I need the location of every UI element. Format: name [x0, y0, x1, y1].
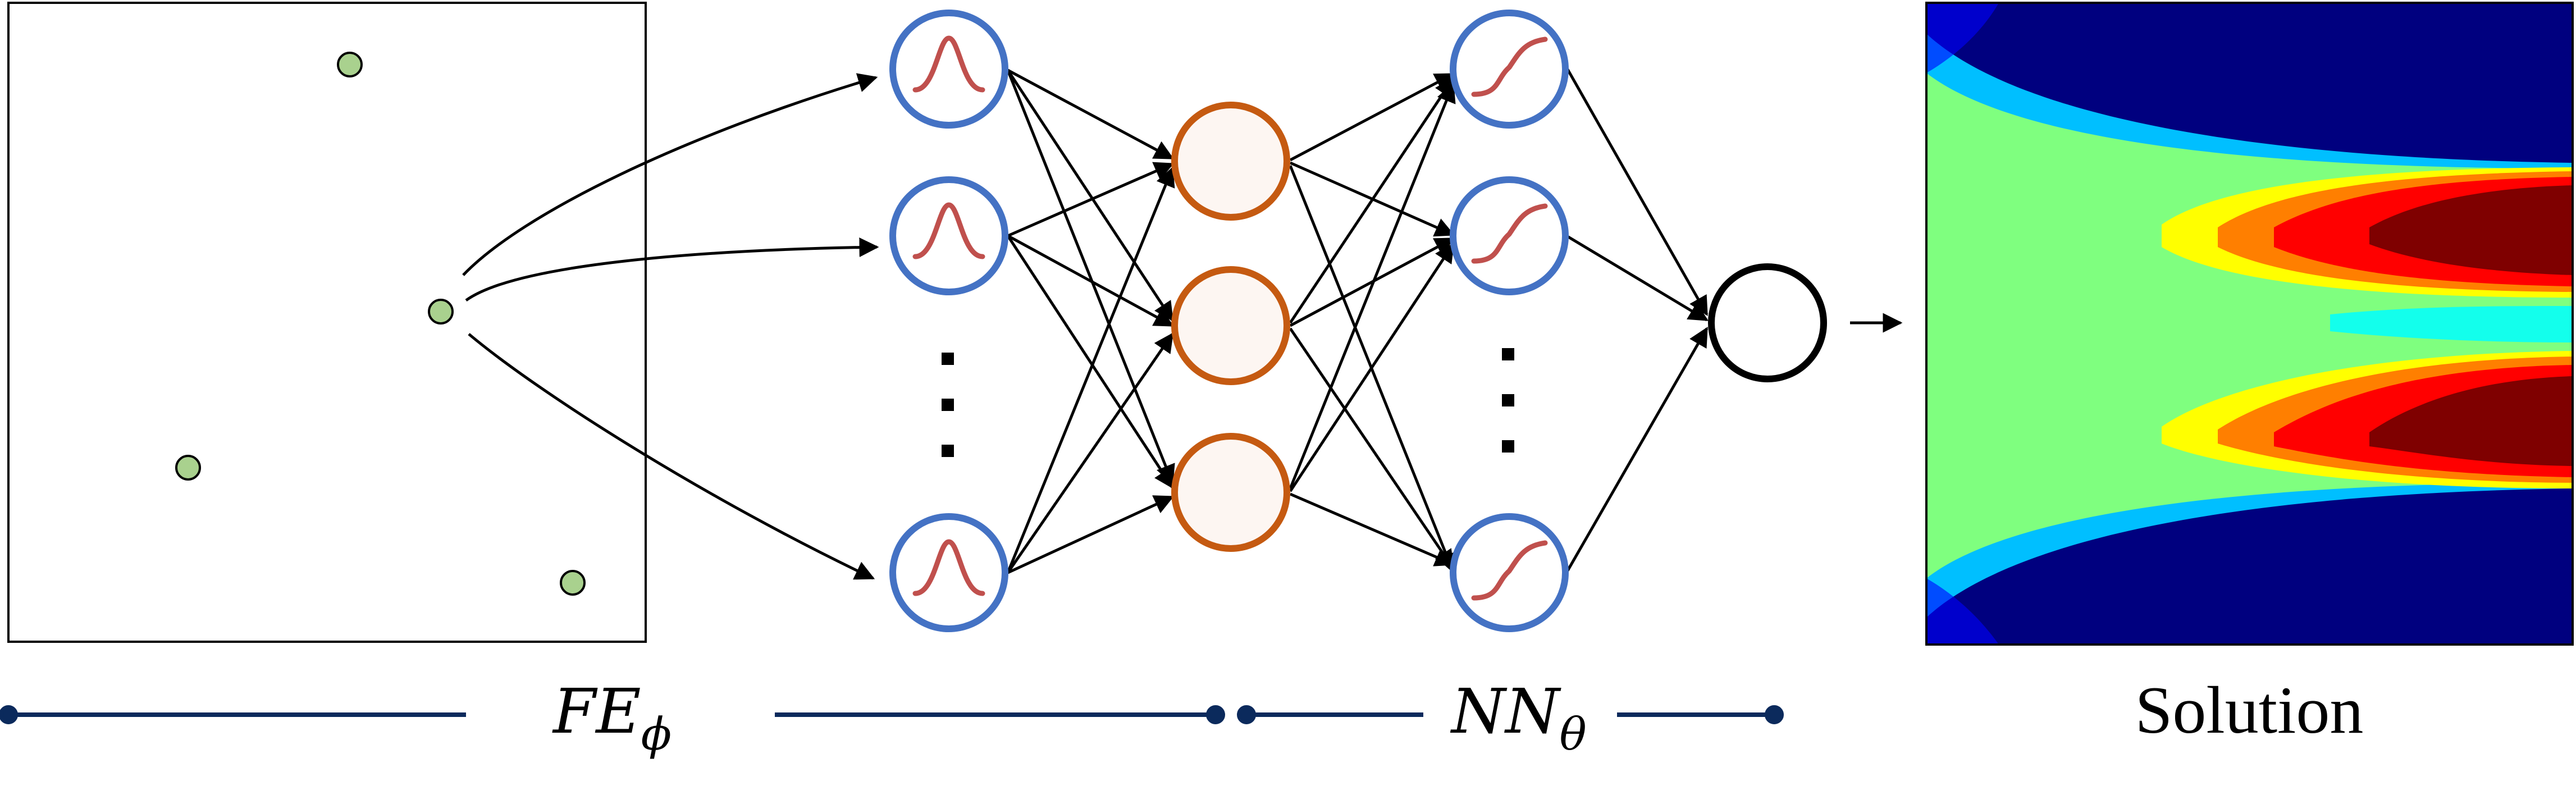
network-connections: [1006, 66, 1903, 574]
connection-line: [1289, 72, 1455, 162]
sample-point: [175, 455, 201, 481]
connection-line: [1289, 243, 1455, 492]
hidden-layer: [1171, 102, 1290, 552]
sigmoid-curve-icon: [1471, 36, 1548, 97]
fe-bracket: [0, 705, 1225, 724]
fe-label: FEϕ: [552, 675, 672, 760]
connection-line: [1007, 495, 1175, 574]
connection-line: [1289, 77, 1455, 324]
connection-line: [1565, 326, 1709, 574]
activation-node: [1450, 176, 1569, 295]
hidden-node: [1171, 433, 1290, 552]
connection-line: [1007, 162, 1175, 237]
solution-heatmap: [1926, 3, 2573, 645]
connection-line: [1006, 70, 1175, 485]
connection-line: [1006, 235, 1174, 489]
vertical-ellipsis-icon: [942, 353, 954, 457]
nn-label-main: NN: [1450, 675, 1561, 747]
connection-line: [1289, 82, 1456, 489]
connection-line: [1006, 166, 1175, 573]
sigmoid-curve-icon: [1471, 203, 1548, 264]
activation-node: [1450, 513, 1569, 632]
fe-label-subscript: ϕ: [641, 708, 672, 760]
input-node: [889, 513, 1008, 632]
hidden-node: [1171, 102, 1290, 221]
bell-curve-icon: [912, 35, 985, 93]
mapping-arrow: [462, 73, 878, 276]
output-node: [1708, 263, 1827, 382]
connection-line: [1290, 492, 1455, 566]
nn-label-subscript: θ: [1560, 708, 1587, 760]
sample-point: [560, 570, 586, 596]
mapping-arrow: [468, 333, 875, 580]
input-layer: [889, 10, 1008, 632]
connection-line: [1565, 234, 1709, 322]
activation-node: [1450, 10, 1569, 129]
connection-line: [1006, 332, 1174, 574]
vertical-ellipsis-icon: [1502, 348, 1514, 453]
connection-line: [1007, 68, 1175, 160]
solution-label: Solution: [2135, 673, 2364, 747]
input-node: [889, 10, 1008, 129]
fe-label-main: FE: [552, 675, 641, 747]
solution-frame: [1925, 2, 2574, 646]
bell-curve-icon: [912, 202, 985, 259]
hidden-node: [1171, 266, 1290, 385]
mapping-arrow: [465, 237, 879, 302]
sigmoid-curve-icon: [1471, 540, 1548, 601]
activation-layer: [1450, 10, 1569, 632]
nn-label: NNθ: [1450, 675, 1587, 760]
connection-line: [1565, 66, 1709, 317]
connection-line: [1006, 69, 1174, 322]
connection-line: [1289, 237, 1455, 327]
connection-line: [1289, 327, 1455, 570]
nn-bracket: [1237, 705, 1784, 724]
connection-line: [1007, 234, 1175, 327]
domain-box: [7, 2, 647, 643]
sample-point: [337, 52, 363, 77]
input-node: [889, 176, 1008, 295]
sample-point-source: [428, 299, 454, 325]
bell-curve-icon: [912, 539, 985, 596]
domain-panel: [7, 2, 647, 643]
feature-mapping-arrows: [462, 73, 879, 580]
